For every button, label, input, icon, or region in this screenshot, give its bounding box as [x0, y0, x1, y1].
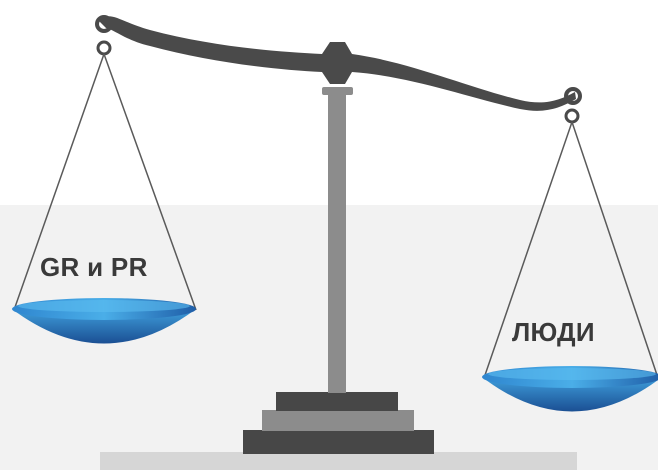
hanger-ring-left: [98, 42, 110, 54]
left-pan-label: GR и PR: [40, 252, 148, 283]
pillar: [328, 92, 346, 393]
base-middle-step: [262, 410, 414, 431]
left-pan: [12, 298, 196, 344]
pillar-cap: [322, 87, 353, 95]
right-pan: [482, 366, 658, 412]
base-bottom-step: [243, 430, 434, 454]
hanger-ring-right: [566, 110, 578, 122]
right-pan-label: ЛЮДИ: [512, 317, 595, 348]
floor-strip: [100, 452, 577, 470]
base-top-step: [276, 392, 398, 411]
